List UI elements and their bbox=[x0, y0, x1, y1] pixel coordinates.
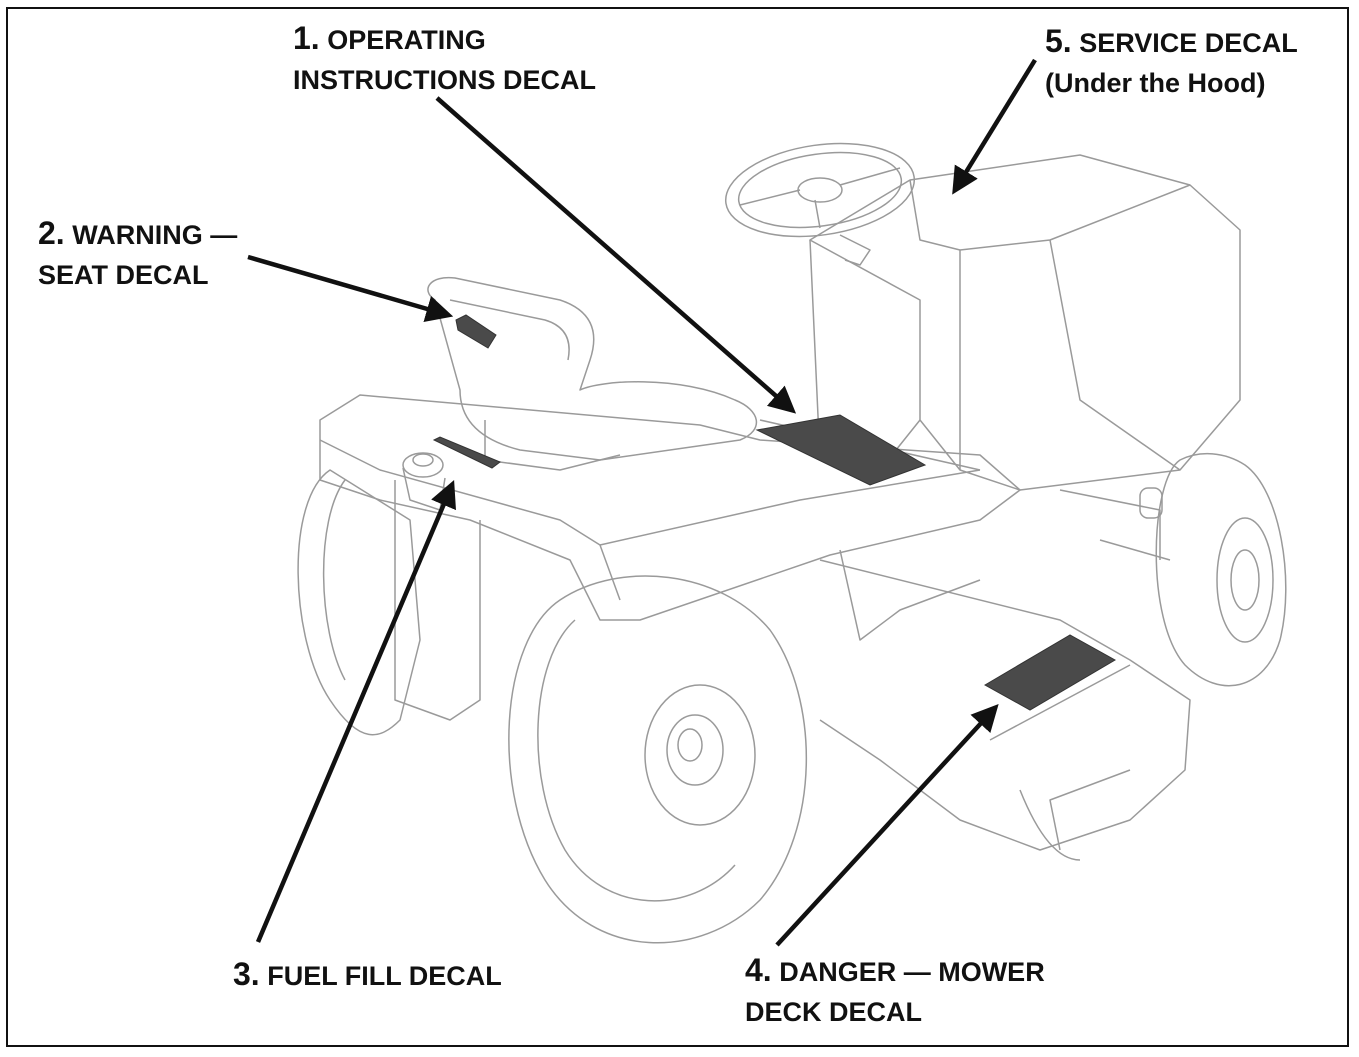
callout-label: FUEL FILL DECAL bbox=[267, 961, 502, 991]
operating-instructions-decal bbox=[755, 414, 927, 486]
arrow-fuel-fill bbox=[255, 480, 456, 943]
callout-number: 1. bbox=[293, 20, 320, 56]
callout-number: 3. bbox=[233, 956, 260, 992]
front-axle bbox=[1059, 487, 1171, 561]
rear-fender bbox=[319, 394, 1021, 721]
rear-tire-left bbox=[297, 469, 421, 736]
callout-label: WARNING — bbox=[72, 220, 238, 250]
callout-operating-instructions: 1. OPERATING INSTRUCTIONS DECAL bbox=[293, 18, 596, 100]
callout-label: INSTRUCTIONS DECAL bbox=[293, 65, 596, 95]
front-tire-right bbox=[1155, 452, 1287, 687]
arrow-service bbox=[952, 58, 1037, 195]
callout-label: OPERATING bbox=[327, 25, 486, 55]
callout-label: SERVICE DECAL bbox=[1079, 28, 1298, 58]
callout-label: DANGER — MOWER bbox=[779, 957, 1045, 987]
callout-label: DECK DECAL bbox=[745, 997, 923, 1027]
seat bbox=[427, 276, 758, 471]
rear-tire-front bbox=[508, 575, 807, 944]
callout-service: 5. SERVICE DECAL (Under the Hood) bbox=[1045, 21, 1298, 103]
callout-number: 5. bbox=[1045, 23, 1072, 59]
fuel-fill-decal bbox=[432, 436, 501, 469]
danger-mower-deck-decal bbox=[983, 634, 1117, 711]
callout-warning-seat: 2. WARNING — SEAT DECAL bbox=[38, 213, 237, 295]
callout-label: SEAT DECAL bbox=[38, 260, 209, 290]
callout-number: 4. bbox=[745, 952, 772, 988]
diagram-frame bbox=[6, 7, 1349, 1047]
callout-fuel-fill: 3. FUEL FILL DECAL bbox=[233, 954, 502, 996]
callout-label: (Under the Hood) bbox=[1045, 68, 1266, 98]
arrow-warning-seat bbox=[247, 254, 454, 322]
arrow-operating-instructions bbox=[435, 96, 797, 414]
mower-deck bbox=[819, 559, 1191, 861]
steering-wheel bbox=[724, 142, 916, 266]
warning-seat-decal bbox=[455, 314, 497, 349]
arrow-danger-mower-deck bbox=[775, 704, 999, 947]
callout-danger-mower-deck: 4. DANGER — MOWER DECK DECAL bbox=[745, 950, 1045, 1032]
callout-number: 2. bbox=[38, 215, 65, 251]
